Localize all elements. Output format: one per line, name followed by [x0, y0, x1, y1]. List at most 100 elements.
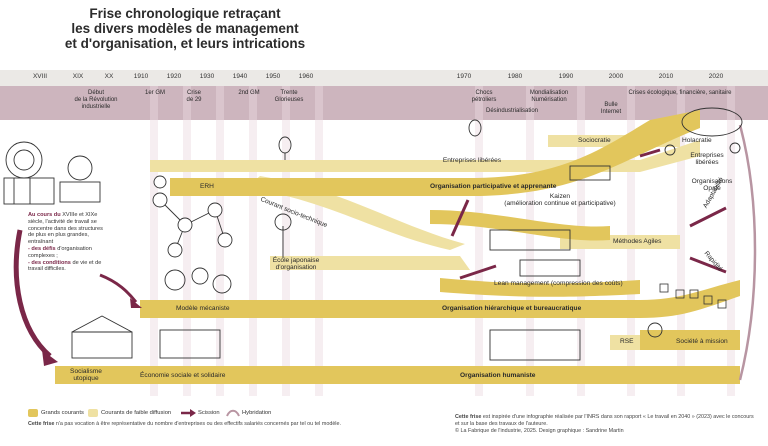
- legend-hybridation: Hybridation: [242, 410, 272, 416]
- factory-sketch: [3, 141, 101, 205]
- event-chocs-petroliers: Chocs pétroliers: [471, 90, 497, 103]
- year-label: XVIII: [32, 73, 48, 80]
- legend-hybridation-icon: [226, 409, 240, 417]
- label-lean-management: Lean management (compression des coûts): [494, 280, 623, 287]
- legend-swatch-grands-courants: [28, 409, 38, 417]
- year-label: 1990: [558, 73, 574, 80]
- stream-organisation-participative: [170, 110, 700, 196]
- decade-stripe: [249, 86, 257, 396]
- stream-lean: [440, 278, 640, 297]
- scission-arrow: [689, 256, 727, 274]
- orgchart-sketch: [659, 283, 727, 309]
- decade-stripe: [150, 86, 158, 396]
- year-label: 1960: [298, 73, 314, 80]
- scission-arrowhead: [42, 350, 58, 366]
- network-sketch: [152, 175, 233, 258]
- credits: Cette frise est inspirée d'une infograph…: [455, 414, 754, 434]
- decade-stripe: [315, 86, 323, 396]
- label-rse: RSE: [620, 338, 634, 345]
- legend-scission: Scission: [198, 410, 220, 416]
- label-ecole-japonaise: École japonaise d'organisation: [272, 257, 320, 271]
- scission-arrow: [639, 148, 661, 158]
- year-label: 2010: [658, 73, 674, 80]
- label-holacratie: Holacratie: [682, 137, 712, 144]
- stream-societe-mission: [640, 330, 740, 350]
- page-title: Frise chronologique retraçant les divers…: [40, 6, 330, 51]
- event-1er-gm: 1er GM: [144, 90, 166, 96]
- scission-arrow: [689, 206, 727, 228]
- event-mondialisation: Mondialisation Numérisation: [529, 90, 569, 103]
- scission-arrow: [459, 264, 497, 280]
- workers-sketch: [489, 165, 611, 277]
- label-entreprises-liberees-right: Entreprises libérées: [690, 152, 724, 166]
- stream-hierarchique: [140, 280, 740, 318]
- label-organisations-opale: Organisations Opale: [691, 178, 733, 192]
- label-sociocratie: Sociocratie: [578, 137, 611, 144]
- event-revolution-industrielle: Début de la Révolution industrielle: [74, 90, 118, 110]
- decade-stripe: [475, 86, 483, 396]
- scission-arrow: [99, 273, 138, 303]
- holacracy-sketch: [664, 107, 743, 156]
- legend-scission-arrow-icon: [181, 409, 196, 417]
- timeline-bar: [0, 70, 768, 86]
- year-label: 1940: [232, 73, 248, 80]
- balloon-sketch: [278, 119, 482, 160]
- year-label: 1980: [507, 73, 523, 80]
- side-text-p3: - des conditions de vie et de travail di…: [28, 259, 102, 273]
- decade-stripe: [677, 86, 685, 396]
- label-entreprises-liberees: Entreprises libérées: [442, 157, 502, 164]
- event-trente-glorieuses: Trente Glorieuses: [274, 90, 304, 103]
- year-label: 2020: [708, 73, 724, 80]
- events-band: [0, 86, 768, 120]
- year-label: 1950: [265, 73, 281, 80]
- decade-stripe: [526, 86, 534, 396]
- label-organisation-participative: Organisation participative et apprenante: [430, 183, 557, 190]
- legend-faible-diffusion: Courants de faible diffusion: [101, 410, 172, 416]
- label-economie-sociale: Économie sociale et solidaire: [140, 372, 226, 379]
- title-line-1: Frise chronologique retraçant: [89, 6, 281, 21]
- year-label: XIX: [72, 73, 84, 80]
- year-label: 1910: [133, 73, 149, 80]
- village-sketch: [71, 315, 581, 361]
- tree-sketch: [274, 213, 292, 258]
- label-methodes-agiles: Méthodes Agiles: [613, 238, 662, 245]
- decade-stripe: [282, 86, 290, 396]
- label-societe-a-mission: Société à mission: [676, 338, 728, 345]
- side-text: Au cours du XVIIIe et XIXe siècle, l'act…: [28, 212, 104, 273]
- scission-arrow: [450, 199, 470, 237]
- event-desindustrialisation: Désindustrialisation: [485, 108, 539, 114]
- label-erh: ERH: [200, 183, 214, 190]
- decade-stripe: [183, 86, 191, 396]
- legend-grands-courants: Grands courants: [41, 410, 84, 416]
- year-label: 2000: [608, 73, 624, 80]
- stream-kaizen-branch: [430, 210, 610, 241]
- side-text-p2: - des défis d'organisation complexes ;: [28, 245, 92, 259]
- title-line-2: les divers modèles de management: [71, 21, 299, 36]
- legend-note: Cette frise n'a pas vocation à être repr…: [28, 421, 342, 427]
- legend-swatch-faible-diffusion: [88, 409, 98, 417]
- side-text-p1: Au cours du XVIIIe et XIXe siècle, l'act…: [28, 212, 103, 246]
- year-label: 1920: [166, 73, 182, 80]
- event-crises: Crises écologique, financière, sanitaire: [628, 90, 732, 96]
- event-crise-29: Crise de 29: [186, 90, 202, 103]
- hybridation-curve: [738, 124, 757, 381]
- stream-humaniste: [55, 366, 740, 384]
- stream-entreprises-liberees: [150, 140, 700, 172]
- event-bulle-internet: Bulle Internet: [600, 102, 622, 115]
- year-label: XX: [104, 73, 114, 80]
- scission-arrowhead: [130, 298, 142, 308]
- title-line-3: et d'organisation, et leurs intrications: [64, 36, 306, 51]
- scission-arrow: [13, 229, 52, 358]
- year-label: 1970: [456, 73, 472, 80]
- label-modele-mecaniste: Modèle mécaniste: [176, 305, 230, 312]
- label-kaizen: Kaizen (amélioration continue et partici…: [504, 193, 616, 207]
- year-label: 1930: [199, 73, 215, 80]
- decade-stripe: [727, 86, 735, 396]
- stream-ecole-japonaise: [270, 256, 470, 270]
- lightbulb-sketch: [647, 322, 663, 338]
- label-organisation-hierarchique: Organisation hiérarchique et bureaucrati…: [442, 305, 582, 312]
- label-socialisme-utopique: Socialisme utopique: [70, 368, 102, 382]
- event-2nd-gm: 2nd GM: [238, 90, 260, 96]
- label-organisation-humaniste: Organisation humaniste: [460, 372, 536, 379]
